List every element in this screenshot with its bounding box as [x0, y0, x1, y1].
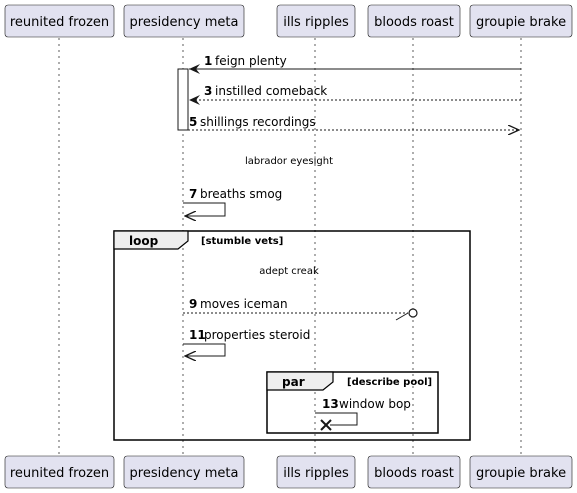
message-3: 3 instilled comeback [189, 84, 521, 105]
participant-ills-ripples[interactable]: ills ripples [276, 455, 356, 489]
message-label: shillings recordings [200, 115, 316, 129]
message-label: breaths smog [200, 187, 282, 201]
message-number: 11 [189, 328, 206, 342]
divider-adept-creak: adept creak [259, 266, 319, 277]
participant-reunited-frozen[interactable]: reunited frozen [4, 4, 115, 38]
participant-presidency-meta[interactable]: presidency meta [123, 4, 245, 38]
message-11: 11 properties steroid [183, 328, 310, 356]
message-number: 9 [189, 297, 197, 311]
participant-label: bloods roast [374, 466, 454, 481]
participant-ills-ripples[interactable]: ills ripples [276, 4, 356, 38]
activation-bar [177, 68, 189, 131]
loop-condition: [stumble vets] [201, 236, 283, 247]
participant-label: groupie brake [476, 466, 566, 481]
par-keyword: par [282, 375, 305, 389]
message-1: 1 feign plenty [189, 54, 521, 74]
loop-keyword: loop [129, 234, 159, 248]
participant-label: presidency meta [130, 15, 239, 30]
participants-top: reunited frozen presidency meta ills rip… [4, 4, 573, 38]
par-condition: [describe pool] [347, 377, 432, 388]
participant-label: ills ripples [283, 15, 349, 30]
par-label-tab [266, 371, 334, 391]
participant-reunited-frozen[interactable]: reunited frozen [4, 455, 115, 489]
participants-bottom: reunited frozen presidency meta ills rip… [4, 455, 573, 489]
divider-labrador-eyesight: labrador eyesight [245, 156, 333, 167]
participant-bloods-roast[interactable]: bloods roast [367, 4, 461, 38]
message-7: 7 breaths smog [183, 187, 282, 216]
loop-fragment: loop [stumble vets] [113, 230, 471, 441]
participant-groupie-brake[interactable]: groupie brake [469, 4, 573, 38]
message-label: instilled comeback [215, 84, 327, 98]
participant-bloods-roast[interactable]: bloods roast [367, 455, 461, 489]
participant-presidency-meta[interactable]: presidency meta [123, 455, 245, 489]
message-number: 3 [204, 84, 212, 98]
par-frame [266, 371, 439, 434]
lost-message-circle-icon [408, 308, 418, 318]
participant-label: reunited frozen [10, 466, 109, 481]
participant-label: bloods roast [374, 15, 454, 30]
participant-label: groupie brake [476, 15, 566, 30]
loop-label-tab [113, 230, 189, 250]
message-label: moves iceman [200, 297, 288, 311]
message-13: 13 window bop [315, 397, 411, 431]
divider-label: labrador eyesight [245, 156, 333, 167]
par-fragment: par [describe pool] [266, 371, 439, 434]
participant-label: reunited frozen [10, 15, 109, 30]
destroy-x-icon [320, 419, 332, 431]
message-label: feign plenty [215, 54, 287, 68]
message-arrowhead [395, 312, 409, 321]
message-arrow [315, 412, 358, 426]
divider-label: adept creak [259, 266, 319, 277]
message-number: 5 [189, 115, 197, 129]
message-number: 1 [204, 54, 212, 68]
participant-label: presidency meta [130, 466, 239, 481]
message-number: 7 [189, 187, 197, 201]
message-label: properties steroid [204, 328, 310, 342]
message-5: 5 shillings recordings [188, 115, 519, 130]
message-arrow [183, 343, 226, 356]
message-label: window bop [339, 397, 411, 411]
message-arrow [183, 202, 226, 216]
participant-groupie-brake[interactable]: groupie brake [469, 455, 573, 489]
loop-frame [113, 230, 471, 441]
message-9: 9 moves iceman [183, 297, 418, 321]
participant-label: ills ripples [283, 466, 349, 481]
message-number: 13 [322, 397, 339, 411]
